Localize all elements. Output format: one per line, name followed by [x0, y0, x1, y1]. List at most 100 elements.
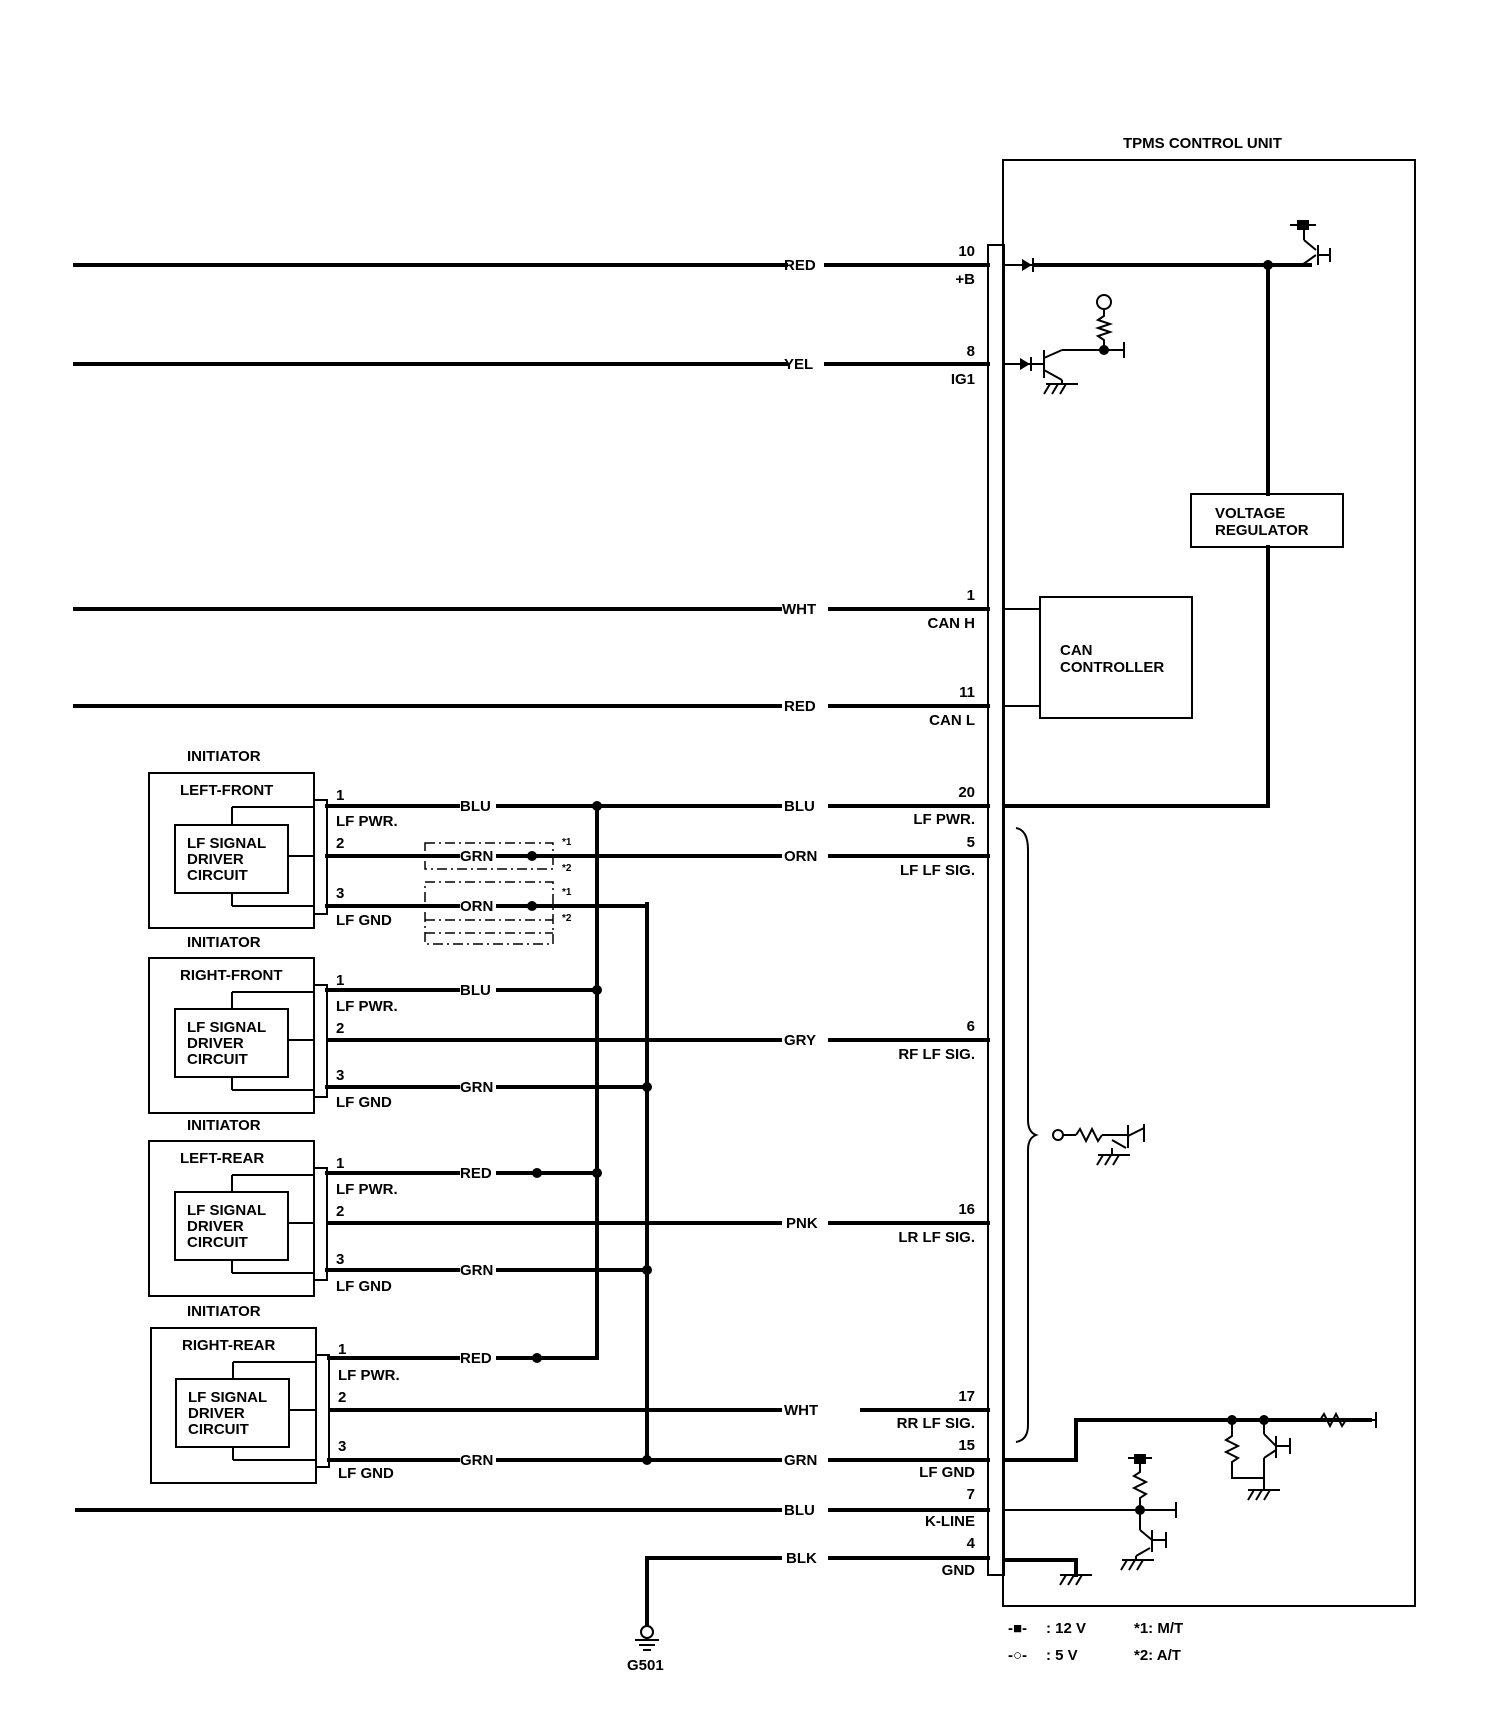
signal-driver-label-2: DRIVER — [187, 1218, 244, 1235]
pin-label: 2 — [338, 1389, 346, 1406]
legend-symbol-5v: -○- — [1008, 1647, 1027, 1664]
legend-text-5v: : 5 V — [1046, 1647, 1078, 1664]
pin-name: RF LF SIG. — [898, 1046, 975, 1063]
control-unit-box — [1002, 159, 1416, 1607]
pin-label: LF GND — [336, 1094, 392, 1111]
initiator-title: INITIATOR — [187, 748, 261, 765]
wire-color-label: WHT — [784, 1402, 818, 1419]
control-unit-connector — [987, 244, 1005, 1576]
legend-text-at: *2: A/T — [1134, 1647, 1181, 1664]
pin-name: GND — [942, 1562, 976, 1579]
voltage-regulator-label-2: REGULATOR — [1215, 522, 1309, 539]
pin-label: LF PWR. — [336, 813, 398, 830]
wire-color-label: PNK — [786, 1215, 818, 1232]
pin-name: CAN L — [929, 712, 975, 729]
wire-color-label: GRN — [460, 848, 493, 865]
wire-color-label: ORN — [784, 848, 817, 865]
pin-label: 2 — [336, 1020, 344, 1037]
control-unit-title: TPMS CONTROL UNIT — [1123, 135, 1282, 152]
pin-label: LF PWR. — [338, 1367, 400, 1384]
pin-label: 3 — [338, 1438, 346, 1455]
wire-color-label: GRN — [460, 1452, 493, 1469]
pin-label: 1 — [336, 787, 344, 804]
pin-number: 7 — [967, 1486, 975, 1503]
pin-label: LF GND — [336, 1278, 392, 1295]
pin-name: CAN H — [928, 615, 976, 632]
can-controller-label-2: CONTROLLER — [1060, 659, 1164, 676]
wire-color-label: RED — [460, 1350, 492, 1367]
can-controller-box — [1039, 596, 1193, 719]
pin-label: 1 — [336, 972, 344, 989]
pin-label: LF PWR. — [336, 998, 398, 1015]
initiator-left-front: INITIATOR LEFT-FRONT LF SIGNAL DRIVER CI… — [148, 748, 649, 945]
signal-driver-label-2: DRIVER — [187, 851, 244, 868]
wire-color-label: GRY — [784, 1032, 816, 1049]
connector-pin-labels: 10 +B 8 IG1 1 CAN H 11 CAN L 20 LF PWR. … — [897, 243, 976, 1579]
pin-name: LF GND — [919, 1464, 975, 1481]
wire-color-label: YEL — [784, 356, 813, 373]
control-unit-internal-wiring — [1002, 220, 1377, 1586]
signal-driver-label-2: DRIVER — [187, 1035, 244, 1052]
initiator-position: RIGHT-REAR — [182, 1337, 276, 1354]
pin-label: 3 — [336, 1251, 344, 1268]
wire-color-label: GRN — [460, 1262, 493, 1279]
option-box-mt — [424, 842, 554, 870]
pin-label: LF PWR. — [336, 1181, 398, 1198]
initiator-right-rear: INITIATOR RIGHT-REAR LF SIGNAL DRIVER CI… — [150, 1303, 649, 1484]
legend-text-mt: *1: M/T — [1134, 1620, 1183, 1637]
pin-number: 20 — [958, 784, 975, 801]
signal-driver-label-3: CIRCUIT — [187, 1051, 248, 1068]
option-box-at — [424, 881, 554, 945]
legend: -■- : 12 V -○- : 5 V *1: M/T *2: A/T — [1008, 1620, 1183, 1664]
initiator-position: RIGHT-FRONT — [180, 967, 283, 984]
pin-label: 3 — [336, 885, 344, 902]
power-and-ground-buses — [592, 801, 652, 1465]
wire-color-label: GRN — [784, 1452, 817, 1469]
signal-driver-label-1: LF SIGNAL — [187, 1019, 266, 1036]
signal-driver-label-3: CIRCUIT — [187, 1234, 248, 1251]
option-mark: *2 — [562, 913, 572, 924]
legend-symbol-12v: -■- — [1008, 1620, 1027, 1637]
pin-label: 1 — [336, 1155, 344, 1172]
wire-color-label: BLU — [460, 798, 491, 815]
pin-name: +B — [955, 271, 975, 288]
option-mark: *1 — [562, 837, 572, 848]
signal-driver-label-2: DRIVER — [188, 1405, 245, 1422]
initiator-title: INITIATOR — [187, 1303, 261, 1320]
pin-number: 16 — [958, 1201, 975, 1218]
pin-name: IG1 — [951, 371, 975, 388]
pin-number: 15 — [958, 1437, 975, 1454]
wire-color-label: RED — [460, 1165, 492, 1182]
pin-label: 2 — [336, 835, 344, 852]
signal-driver-label-3: CIRCUIT — [188, 1421, 249, 1438]
initiator-title: INITIATOR — [187, 1117, 261, 1134]
wire-color-label: GRN — [460, 1079, 493, 1096]
voltage-regulator-label-1: VOLTAGE — [1215, 505, 1285, 522]
pin-name: K-LINE — [925, 1513, 975, 1530]
pin-number: 8 — [967, 343, 975, 360]
wire-color-label: RED — [784, 698, 816, 715]
ground-g501: G501 — [627, 1556, 664, 1674]
wire-color-label: BLU — [460, 982, 491, 999]
pin-label: 1 — [338, 1341, 346, 1358]
pin-label: 3 — [336, 1067, 344, 1084]
can-controller-label-1: CAN — [1060, 642, 1093, 659]
pin-number: 1 — [967, 587, 975, 604]
initiator-right-front: INITIATOR RIGHT-FRONT LF SIGNAL DRIVER C… — [148, 934, 649, 1114]
ground-label: G501 — [627, 1657, 664, 1674]
pin-number: 5 — [967, 834, 975, 851]
pin-number: 11 — [959, 684, 975, 701]
wire-color-label: RED — [784, 257, 816, 274]
pin-name: LF PWR. — [913, 811, 975, 828]
pin-label: LF GND — [336, 912, 392, 929]
wire-color-label: BLU — [784, 798, 815, 815]
pin-number: 6 — [967, 1018, 975, 1035]
wire-color-label: BLU — [784, 1502, 815, 1519]
main-harness-wires — [73, 263, 990, 1560]
initiator-position: LEFT-FRONT — [180, 782, 273, 799]
pin-number: 17 — [958, 1388, 975, 1405]
pin-number: 4 — [967, 1535, 976, 1552]
wire-color-label: BLK — [786, 1550, 817, 1567]
signal-driver-label-1: LF SIGNAL — [188, 1389, 267, 1406]
